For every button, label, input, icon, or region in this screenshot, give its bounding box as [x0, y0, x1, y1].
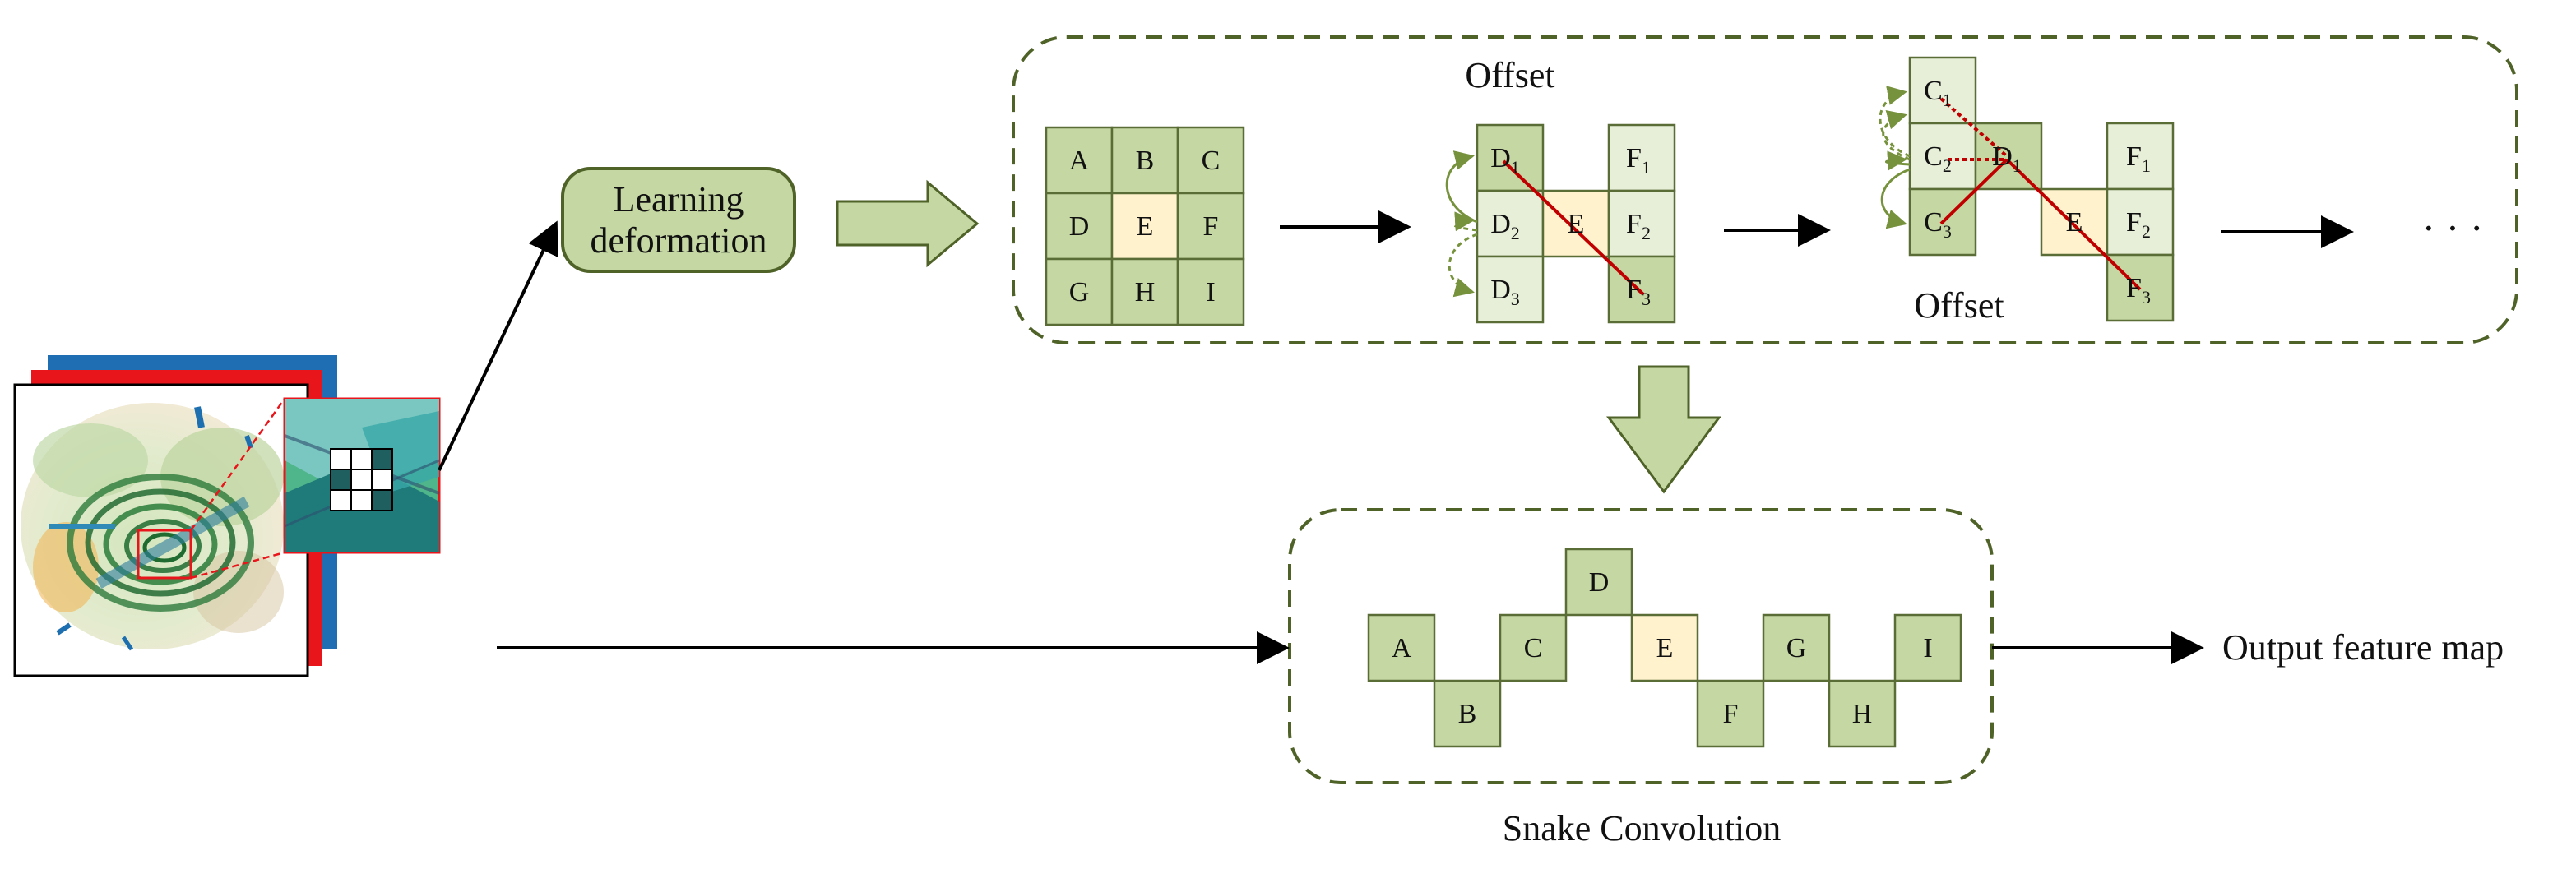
svg-text:F2: F2 — [1626, 209, 1651, 243]
svg-text:C1: C1 — [1924, 76, 1952, 110]
stage1-f2: F — [1626, 209, 1642, 239]
svg-text:F3: F3 — [2126, 273, 2151, 307]
ellipsis: · · · — [2422, 205, 2484, 251]
offset-stage-1: Offset D1 D2 D3 E F1 F2 F3 — [1445, 55, 1676, 324]
snake-cell-g: G — [1786, 633, 1807, 663]
stage2-d1: D — [1992, 141, 2013, 172]
svg-text:F1: F1 — [2126, 141, 2151, 176]
stage1-d2: D — [1490, 209, 1511, 239]
zoom-line-bottom — [190, 551, 285, 580]
kernel-grid-3x3: A B C D E F G H I — [1045, 126, 1245, 326]
block-arrow-down — [1606, 365, 1721, 494]
snake-cell-a: A — [1392, 633, 1412, 663]
svg-text:F2: F2 — [2126, 207, 2151, 242]
kernel-grid-icon — [330, 448, 393, 511]
learning-deformation-box: Learning deformation — [561, 167, 796, 273]
stage1-d1: D — [1490, 143, 1511, 173]
xray-content — [21, 403, 284, 651]
snake-cell-e: E — [1656, 633, 1674, 663]
grid-cell-d: D — [1069, 211, 1090, 242]
svg-text:C3: C3 — [1924, 207, 1952, 242]
grid-cell-c: C — [1202, 146, 1221, 176]
grid-cell-i: I — [1206, 277, 1215, 307]
grid-cell-b: B — [1136, 146, 1155, 176]
stage2-c2: C — [1924, 141, 1943, 172]
stage2-f1: F — [2126, 141, 2142, 172]
stage1-f1: F — [1626, 143, 1642, 173]
stage1-offset-label: Offset — [1465, 55, 1554, 95]
svg-text:C2: C2 — [1924, 141, 1952, 176]
svg-text:D2: D2 — [1490, 209, 1520, 243]
stage2-c3: C — [1924, 207, 1943, 238]
snake-cell-i: I — [1923, 633, 1932, 663]
offset-process-container — [1012, 35, 2518, 344]
stage2-c1: C — [1924, 76, 1943, 106]
stage2-offset-arrows — [1879, 86, 1911, 229]
stage2-f3: F — [2126, 273, 2142, 303]
svg-text:D3: D3 — [1490, 275, 1520, 309]
grid-cell-a: A — [1069, 146, 1090, 176]
stage2-red-line-c3 — [1939, 158, 2008, 225]
output-feature-map-label: Output feature map — [2222, 627, 2504, 668]
stage1-d3: D — [1490, 275, 1511, 305]
svg-text:D1: D1 — [1992, 141, 2022, 176]
input-image-stack — [13, 355, 441, 677]
snake-kernel: A B C D E F G H I — [1367, 548, 1962, 748]
stage2-offset-label: Offset — [1914, 285, 2004, 326]
stage2-red-line-f3 — [2005, 158, 2142, 291]
grid-cell-e: E — [1137, 211, 1154, 242]
zoom-line-top — [189, 398, 286, 531]
stage2-e: E — [2066, 207, 2083, 238]
offset-stage-2: C1 C2 C3 D1 E F1 F2 F3 Offset — [1879, 56, 2175, 326]
snake-cell-f: F — [1723, 699, 1739, 729]
svg-text:F1: F1 — [1626, 143, 1651, 178]
stage1-e: E — [1568, 209, 1585, 239]
stage1-f3: F — [1626, 275, 1642, 305]
snake-cell-b: B — [1458, 699, 1477, 729]
grid-cell-h: H — [1135, 277, 1156, 307]
stage1-red-line — [1502, 159, 1645, 296]
snake-cell-d: D — [1589, 567, 1610, 598]
learning-line2: deformation — [590, 220, 767, 261]
stage1-offset-arrows — [1445, 150, 1478, 298]
learning-line1: Learning — [614, 179, 744, 220]
snake-cell-h: H — [1852, 699, 1873, 729]
block-arrow-right — [836, 179, 980, 268]
svg-text:F3: F3 — [1626, 275, 1651, 309]
grid-cell-g: G — [1069, 277, 1090, 307]
svg-text:D1: D1 — [1490, 143, 1520, 178]
grid-cell-f: F — [1203, 211, 1219, 242]
snake-convolution-label: Snake Convolution — [1503, 808, 1781, 848]
image-to-learning-arrow — [438, 220, 558, 471]
roi-box — [137, 529, 192, 580]
snake-cell-c: C — [1524, 633, 1543, 663]
stage2-f2: F — [2126, 207, 2142, 238]
